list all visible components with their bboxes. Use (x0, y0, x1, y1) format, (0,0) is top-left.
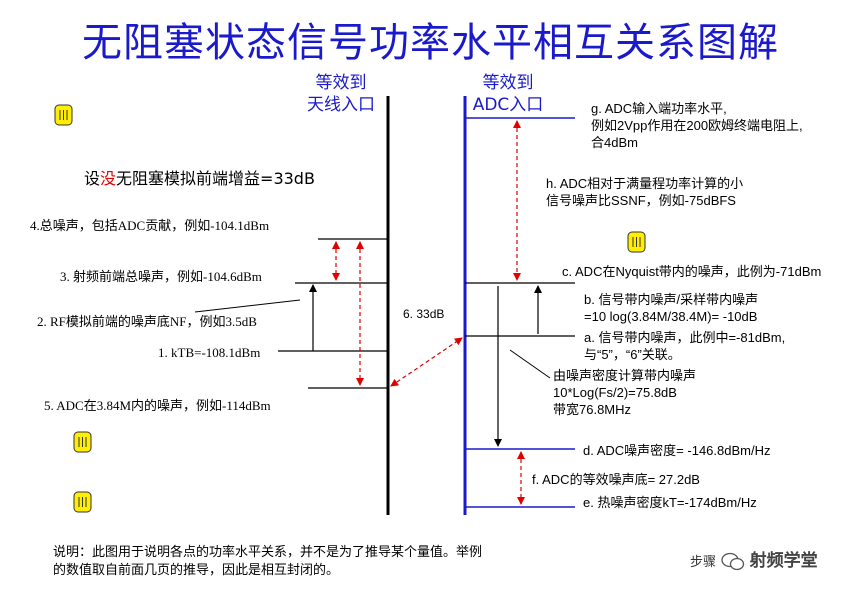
gain-highlight: 没 (100, 169, 117, 188)
label-rf-noise: 3. 射频前端总噪声，例如-104.6dBm (60, 269, 262, 284)
adc-header: 等效到 ADC入口 (463, 72, 553, 116)
note-icon[interactable] (627, 231, 646, 253)
label-b: b. 信号带内噪声/采样带内噪声 =10 log(3.84M/38.4M)= -… (584, 291, 758, 325)
label-g-line1: g. ADC输入端功率水平, (591, 101, 727, 116)
gain-suffix: 无阻塞模拟前端增益=33dB (116, 169, 315, 188)
label-b-line2: =10 log(3.84M/38.4M)= -10dB (584, 309, 758, 324)
adc-header-line1: 等效到 (482, 73, 534, 93)
label-e: e. 热噪声密度kT=-174dBm/Hz (583, 495, 757, 510)
wechat-icon (721, 552, 744, 570)
label-total-noise: 4.总噪声，包括ADC贡献，例如-104.1dBm (30, 218, 270, 233)
watermark-brand: 射频学堂 (749, 551, 818, 571)
label-g-line2: 例如2Vpp作用在200欧姆终端电阻上, (591, 118, 803, 133)
antenna-header: 等效到 天线入口 (296, 72, 386, 116)
label-density-line1: 由噪声密度计算带内噪声 (553, 368, 697, 383)
note-icon[interactable] (73, 431, 92, 453)
adc-header-line2: ADC入口 (472, 95, 544, 115)
label-density-line3: 带宽76.8MHz (553, 402, 632, 417)
label-adc-3p84: 5. ADC在3.84M内的噪声，例如-114dBm (44, 398, 271, 413)
antenna-header-line2: 天线入口 (307, 95, 375, 115)
footnote-line2: 的数值取自前面几页的推导，因此是相互封闭的。 (53, 563, 340, 578)
label-h: h. ADC相对于满量程功率计算的小 信号噪声比SSNF，例如-75dBFS (546, 175, 743, 209)
leader-density (509, 349, 551, 379)
label-gain-33db: 6. 33dB (403, 307, 445, 321)
label-a-line1: a. 信号带内噪声，此例中=-81dBm, (584, 330, 786, 345)
label-b-line1: b. 信号带内噪声/采样带内噪声 (584, 292, 759, 307)
footnote: 说明：此图用于说明各点的功率水平关系，并不是为了推导某个量值。举例 的数值取自前… (53, 544, 482, 580)
label-nf: 2. RF模拟前端的噪声底NF，例如3.5dB (37, 314, 257, 329)
footnote-line1: 说明：此图用于说明各点的功率水平关系，并不是为了推导某个量值。举例 (53, 545, 483, 560)
label-g: g. ADC输入端功率水平, 例如2Vpp作用在200欧姆终端电阻上, 合4dB… (591, 100, 803, 151)
note-icon[interactable] (73, 491, 92, 513)
label-c: c. ADC在Nyquist带内的噪声，此例为-71dBm (562, 264, 822, 279)
label-density-line2: 10*Log(Fs/2)=75.8dB (553, 385, 677, 400)
label-ktb: 1. kTB=-108.1dBm (158, 345, 261, 360)
watermark-prefix: 步骤 (690, 555, 717, 570)
label-a: a. 信号带内噪声，此例中=-81dBm, 与“5”，“6”关联。 (584, 329, 785, 363)
watermark: 步骤 射频学堂 (690, 546, 818, 572)
label-f: f. ADC的等效噪声底= 27.2dB (532, 472, 700, 487)
label-g-line3: 合4dBm (591, 135, 638, 150)
antenna-header-line1: 等效到 (315, 73, 367, 93)
gain-prefix: 设 (84, 169, 101, 188)
label-a-line2: 与“5”，“6”关联。 (584, 347, 681, 362)
page-title: 无阻塞状态信号功率水平相互关系图解 (82, 20, 779, 66)
label-d: d. ADC噪声密度= -146.8dBm/Hz (583, 443, 771, 458)
label-h-line2: 信号噪声比SSNF，例如-75dBFS (546, 193, 736, 208)
arrow-cross-axis (390, 337, 463, 387)
label-density-calc: 由噪声密度计算带内噪声 10*Log(Fs/2)=75.8dB 带宽76.8MH… (553, 367, 696, 418)
gain-statement: 设没无阻塞模拟前端增益=33dB (84, 165, 315, 189)
leader-nf (194, 299, 301, 313)
note-icon[interactable] (54, 104, 73, 126)
label-h-line1: h. ADC相对于满量程功率计算的小 (546, 176, 744, 191)
